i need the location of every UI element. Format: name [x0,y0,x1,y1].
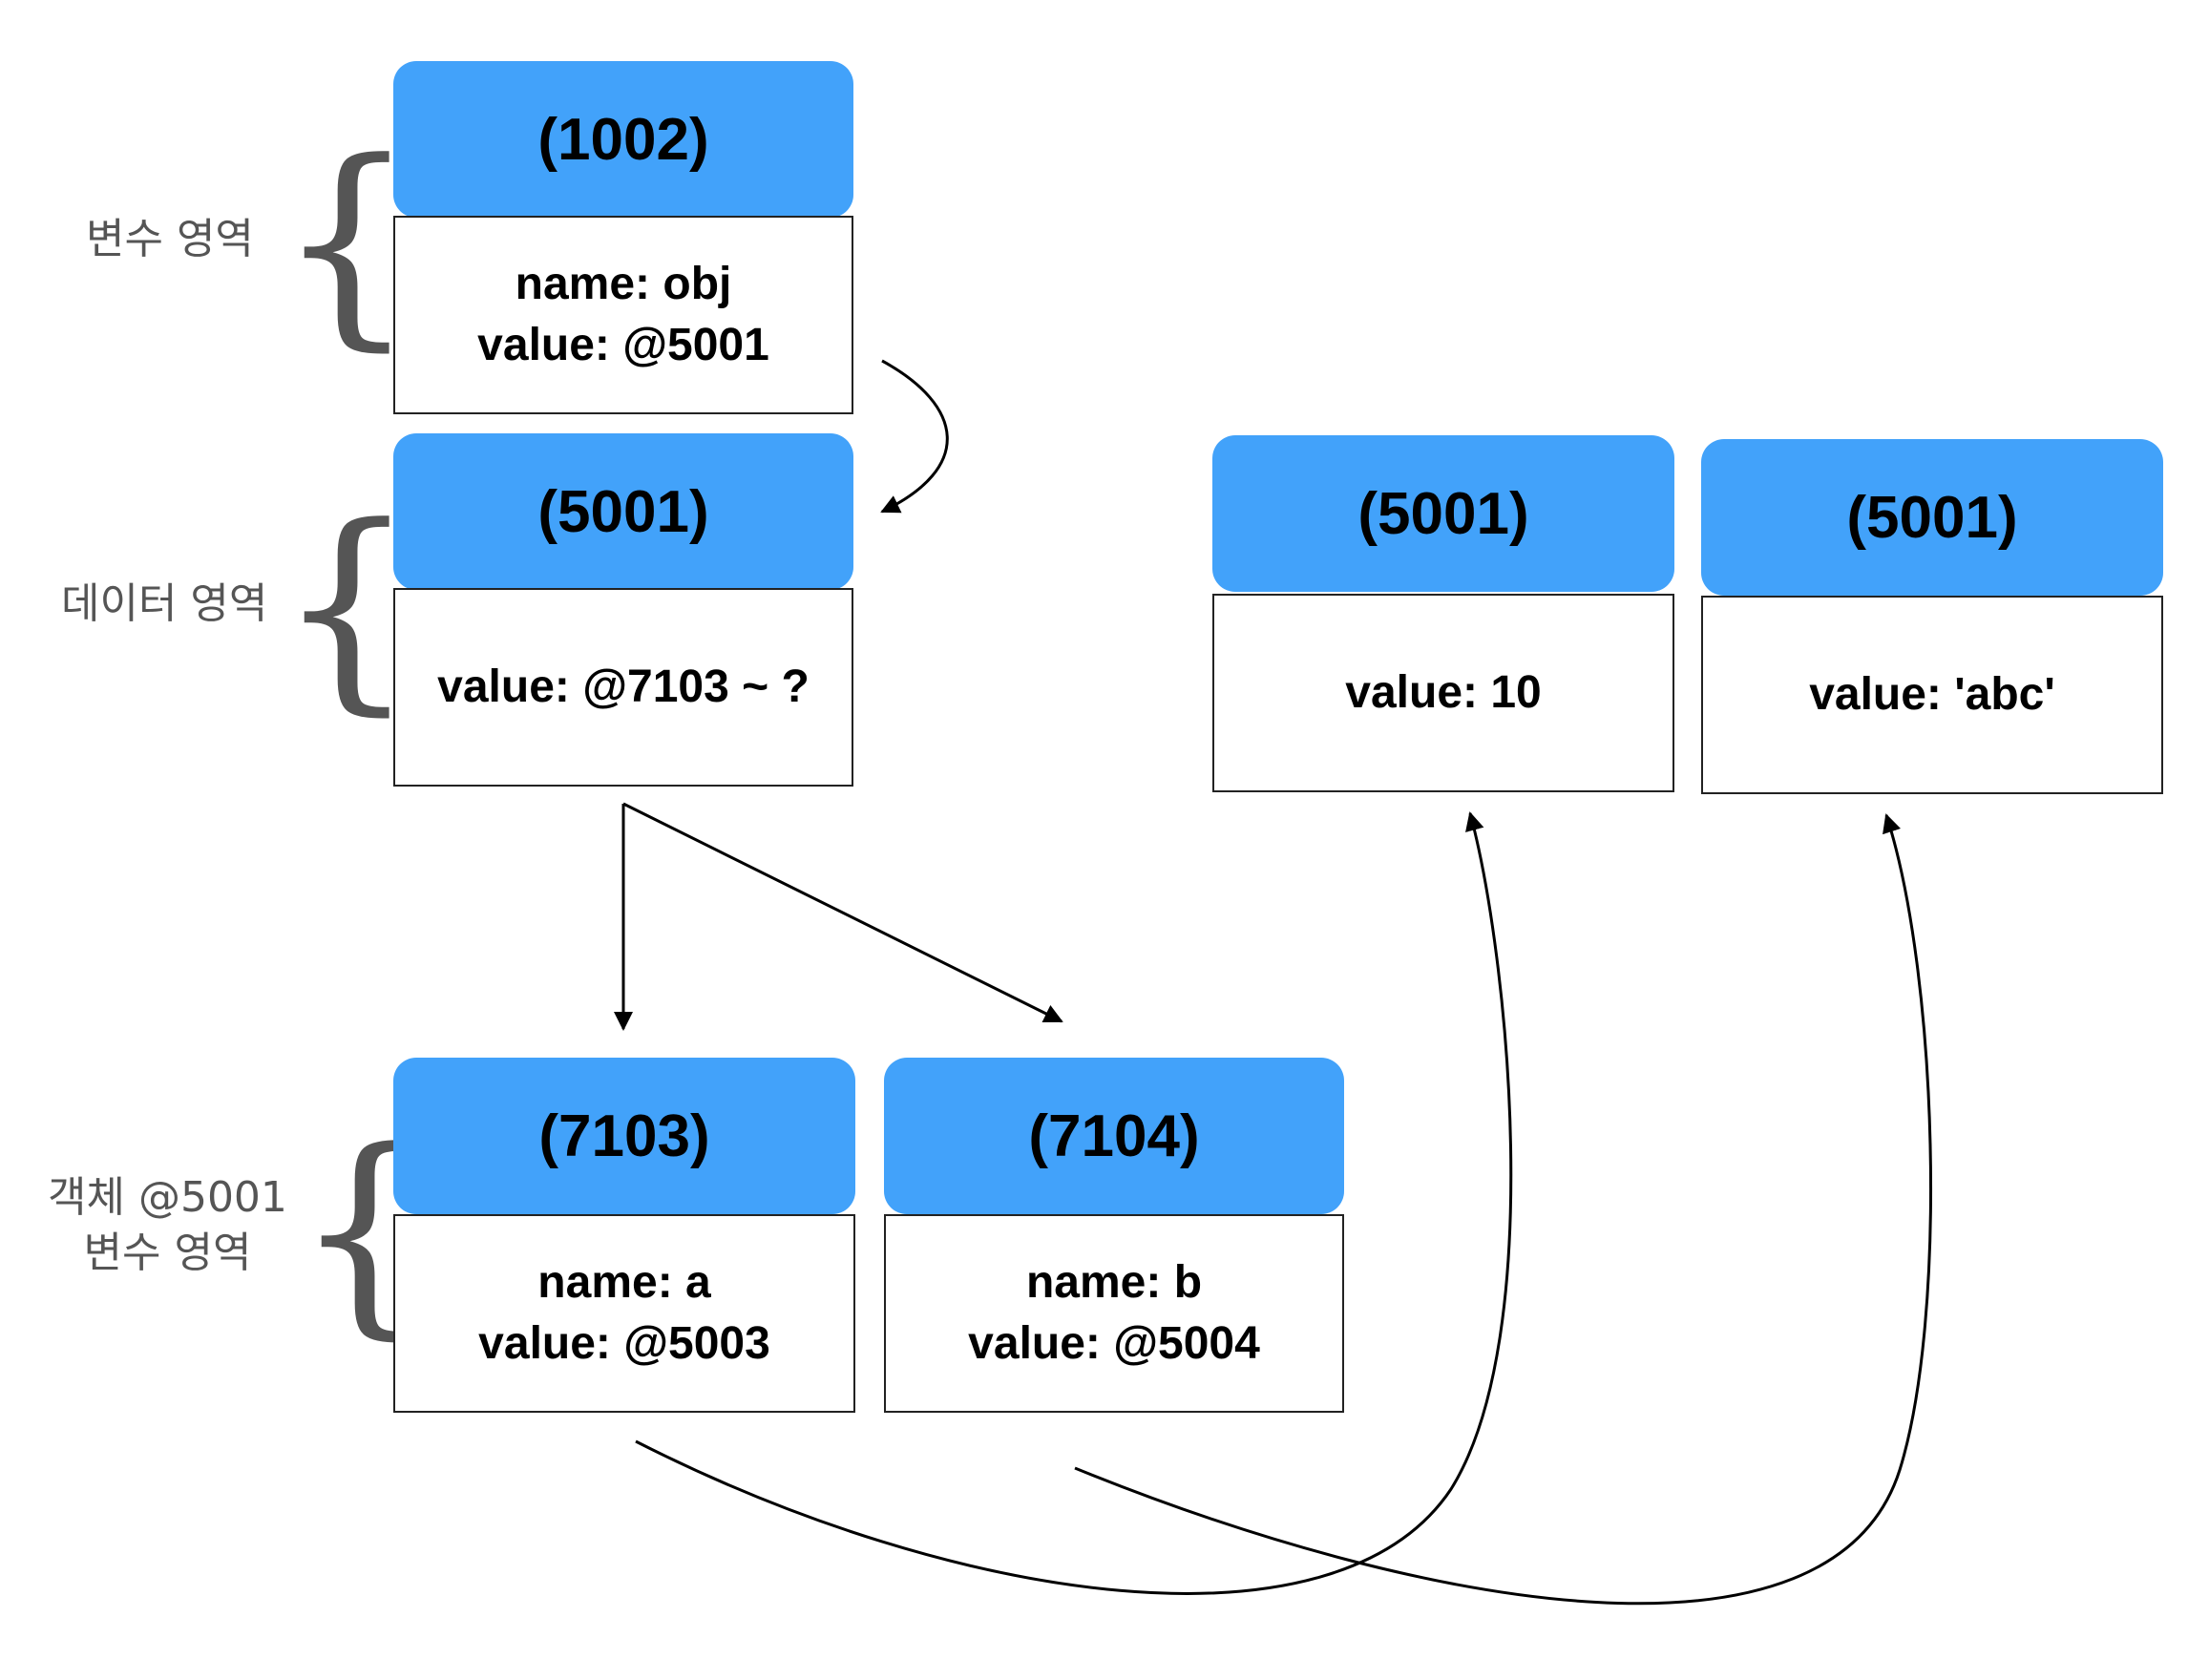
arrow-obj-to-data [880,359,949,514]
cell-address: (5001) [1701,439,2163,596]
cell-name: name: obj [515,259,732,309]
memory-cell-5001: (5001) value: @7103 ~ ? [393,433,853,788]
cell-content: name: b value: @5004 [884,1214,1344,1413]
memory-cell-number: (5001) value: 10 [1212,435,1674,794]
cell-name: name: a [537,1257,711,1308]
cell-content: name: a value: @5003 [393,1214,855,1413]
cell-address: (7104) [884,1058,1344,1214]
data-area-brace: { [277,480,417,735]
memory-cell-string: (5001) value: 'abc' [1701,439,2163,796]
arrow-b-to-string [1074,813,1933,1606]
memory-cell-1002: (1002) name: obj value: @5001 [393,61,853,416]
cell-content: value: 'abc' [1701,596,2163,794]
cell-value: value: 10 [1345,667,1542,718]
cell-name: name: b [1025,1257,1203,1308]
cell-value: value: @7103 ~ ? [437,662,810,712]
memory-cell-7104: (7104) name: b value: @5004 [884,1058,1344,1413]
cell-content: value: 10 [1212,594,1674,792]
cell-content: name: obj value: @5001 [393,216,853,414]
cell-address: (1002) [393,61,853,218]
object-variable-area-label: 객체 @5001 변수 영역 [48,1170,287,1281]
cell-value: value: @5004 [968,1318,1260,1369]
arrow-data-to-7104 [622,802,1063,1023]
cell-address: (5001) [393,433,853,590]
arrow-a-to-number [635,811,1513,1595]
cell-content: value: @7103 ~ ? [393,588,853,787]
object-variable-area-label-line2: 변수 영역 [83,1228,252,1277]
memory-cell-7103: (7103) name: a value: @5003 [393,1058,855,1413]
variable-area-label: 변수 영역 [86,215,254,263]
object-variable-area-label-line1: 객체 @5001 [48,1173,287,1222]
cell-address: (5001) [1212,435,1674,592]
cell-value: value: @5003 [478,1318,770,1369]
cell-value: value: 'abc' [1809,669,2055,720]
cell-address: (7103) [393,1058,855,1214]
data-area-label: 데이터 영역 [61,579,268,628]
cell-value: value: @5001 [477,320,769,370]
variable-area-brace: { [277,116,417,370]
